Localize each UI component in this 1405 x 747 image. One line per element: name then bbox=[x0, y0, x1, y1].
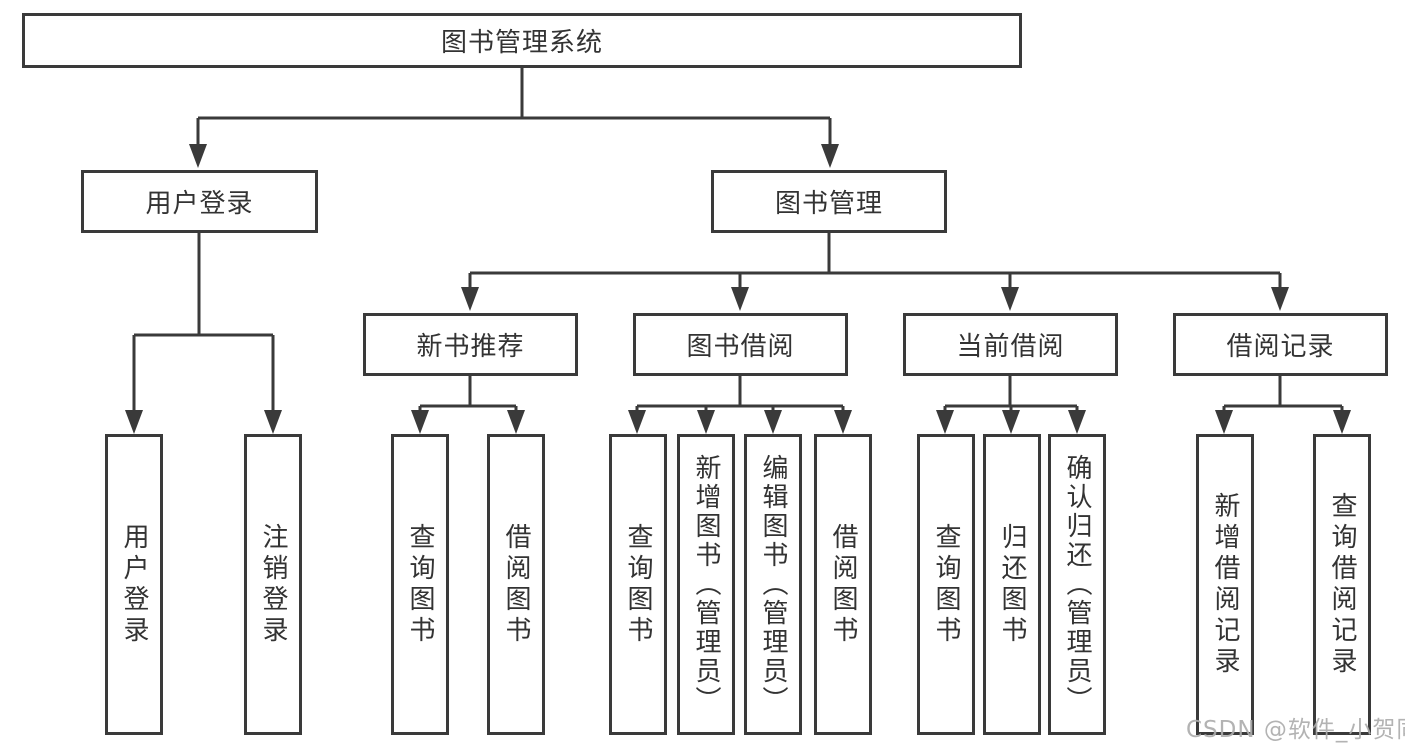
leaf-add-borrow-record: 新增借阅记录 bbox=[1196, 434, 1254, 735]
csdn-watermark: CSDN @软件_小贺同学 bbox=[1186, 717, 1405, 743]
node-book-borrow: 图书借阅 bbox=[633, 313, 848, 376]
node-new-book-recommend: 新书推荐 bbox=[363, 313, 578, 376]
leaf-confirm-return-admin: 确认归还（管理员） bbox=[1048, 434, 1106, 735]
leaf-borrow-books-recommend: 借阅图书 bbox=[487, 434, 545, 735]
connector-book-borrow bbox=[628, 376, 852, 434]
leaf-user-login: 用户登录 bbox=[105, 434, 163, 735]
node-library-management-system: 图书管理系统 bbox=[22, 13, 1022, 68]
leaf-borrow-books-borrow: 借阅图书 bbox=[814, 434, 872, 735]
node-borrow-records: 借阅记录 bbox=[1173, 313, 1388, 376]
node-current-borrow: 当前借阅 bbox=[903, 313, 1118, 376]
leaf-return-books: 归还图书 bbox=[983, 434, 1041, 735]
leaf-search-books-recommend: 查询图书 bbox=[391, 434, 449, 735]
leaf-search-books-current: 查询图书 bbox=[917, 434, 975, 735]
connector-current-borrow bbox=[936, 376, 1086, 434]
leaf-add-books-admin: 新增图书（管理员） bbox=[677, 434, 735, 735]
node-user-login: 用户登录 bbox=[81, 170, 318, 233]
leaf-search-books-borrow: 查询图书 bbox=[609, 434, 667, 735]
leaf-logout-login: 注销登录 bbox=[244, 434, 302, 735]
connector-root bbox=[189, 68, 839, 168]
connector-borrow-records bbox=[1215, 376, 1351, 434]
leaf-edit-books-admin: 编辑图书（管理员） bbox=[744, 434, 802, 735]
leaf-search-borrow-record: 查询借阅记录 bbox=[1313, 434, 1371, 735]
connector-new-book-recommend bbox=[411, 376, 525, 434]
node-book-management: 图书管理 bbox=[711, 170, 947, 233]
connector-user-login bbox=[125, 233, 282, 434]
connector-book-management bbox=[461, 233, 1289, 311]
